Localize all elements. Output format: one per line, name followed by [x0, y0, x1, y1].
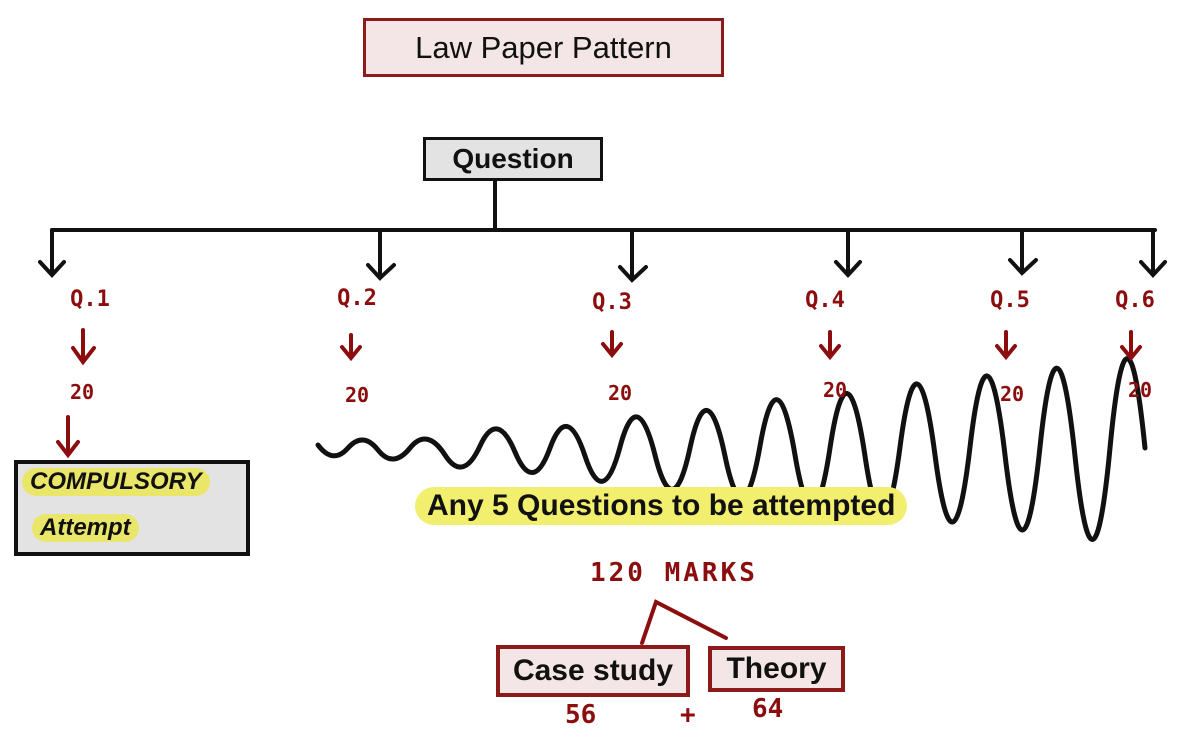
red-arrow-q5: [995, 330, 1017, 361]
marks-q3: 20: [607, 381, 633, 405]
red-arrow-compulsory: [56, 415, 80, 459]
marks-q2: 20: [344, 383, 370, 407]
wavy-brace: [315, 356, 1148, 542]
root-question-node: Question: [423, 137, 603, 181]
page-title: Law Paper Pattern: [363, 18, 724, 77]
attempt-label: Attempt: [32, 514, 139, 542]
marks-q6: 20: [1127, 378, 1153, 402]
branch-arrow-q3: [618, 228, 648, 283]
theory-marks: 64: [752, 694, 784, 724]
branch-arrow-q5: [1008, 228, 1038, 276]
branch-arrow-q6: [1139, 228, 1167, 278]
branch-arrow-q1: [38, 228, 66, 278]
red-arrow-q2: [340, 333, 362, 362]
theory-box: Theory: [708, 646, 845, 692]
case-study-marks: 56: [565, 700, 597, 730]
question-label-q4: Q.4: [805, 288, 845, 313]
plus-sign: +: [680, 700, 696, 730]
question-label-q6: Q.6: [1115, 288, 1155, 313]
question-label-q1: Q.1: [70, 287, 110, 312]
marks-split-lines: [640, 599, 728, 645]
optional-questions-note: Any 5 Questions to be attempted: [415, 487, 908, 525]
marks-q5: 20: [999, 382, 1025, 406]
question-label-q2: Q.2: [337, 286, 377, 311]
marks-q4: 20: [822, 378, 848, 402]
compulsory-label: COMPULSORY: [22, 468, 210, 496]
red-arrow-q4: [819, 330, 841, 361]
branch-arrow-q2: [366, 228, 396, 281]
compulsory-box: COMPULSORY Attempt: [14, 460, 250, 556]
marks-q1: 20: [69, 380, 95, 404]
red-arrow-q6: [1120, 330, 1142, 362]
red-arrow-q1: [71, 328, 96, 366]
branch-arrow-q4: [834, 228, 862, 278]
question-label-q3: Q.3: [592, 290, 632, 315]
total-marks: 120 MARKS: [590, 558, 758, 588]
case-study-box: Case study: [496, 645, 690, 697]
red-arrow-q3: [601, 330, 623, 359]
question-label-q5: Q.5: [990, 288, 1030, 313]
